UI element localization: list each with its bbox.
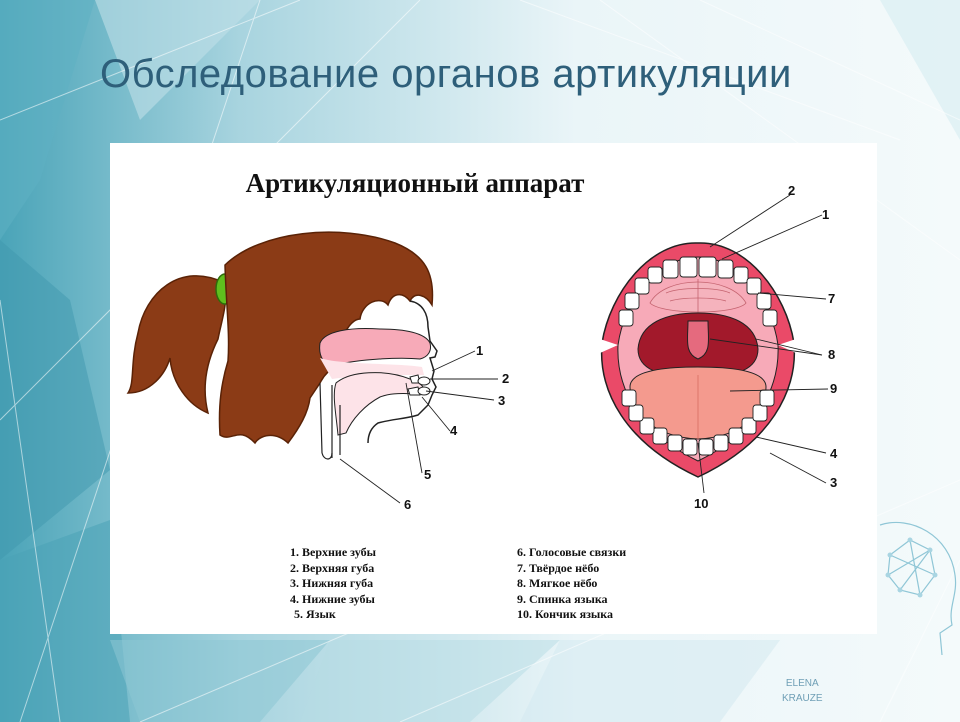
legend-item: 8. Мягкое нёбо <box>517 576 598 590</box>
author-signature: ELENA KRAUZE <box>782 676 823 706</box>
legend-item: 4. Нижние зубы <box>290 591 375 606</box>
uvula <box>686 320 710 360</box>
signature-line-1: ELENA <box>785 678 819 689</box>
legend-left: 1. Верхние зубы 2. Верхняя губа 3. Нижня… <box>290 545 376 623</box>
front-label-9: 9 <box>830 381 837 396</box>
front-label-8: 8 <box>828 347 835 362</box>
front-label-1: 1 <box>822 207 829 222</box>
side-profile-view: 1 2 3 4 5 6 <box>126 231 509 512</box>
legend-item: 2. Верхняя губа <box>290 560 375 575</box>
ponytail <box>126 275 227 415</box>
trachea <box>319 382 341 458</box>
legend-item: 5. Язык <box>294 607 336 621</box>
side-label-6: 6 <box>404 497 411 512</box>
figure-title: Артикуляционный аппарат <box>245 168 585 198</box>
legend-item: 9. Спинка языка <box>517 591 608 606</box>
front-label-7: 7 <box>828 291 835 306</box>
front-mouth-view: 2 1 7 8 9 4 3 10 <box>600 183 838 511</box>
upper-teeth-front <box>618 256 778 327</box>
front-label-4: 4 <box>830 446 838 461</box>
side-label-2: 2 <box>502 371 509 386</box>
slide-title: Обследование органов артикуляции <box>100 52 792 96</box>
front-label-3: 3 <box>830 475 837 490</box>
figure-panel: Артикуляционный аппарат <box>110 143 877 634</box>
face-outline <box>367 300 438 444</box>
tongue-side <box>333 372 425 436</box>
head-brain-logo-icon <box>879 521 957 656</box>
lower-teeth-front <box>621 389 775 456</box>
side-label-4: 4 <box>450 423 458 438</box>
articulation-diagram: 1 2 3 4 5 6 <box>126 183 838 512</box>
side-label-5: 5 <box>424 467 431 482</box>
side-label-1: 1 <box>476 343 483 358</box>
lower-teeth-side <box>407 386 421 396</box>
legend-item: 10. Кончик языка <box>517 607 614 621</box>
legend-right: 6. Голосовые связки 7. Твёрдое нёбо 8. М… <box>517 545 626 623</box>
legend-item: 7. Твёрдое нёбо <box>517 560 600 575</box>
legend-item: 1. Верхние зубы <box>290 545 376 559</box>
legend-item: 3. Нижняя губа <box>290 576 374 590</box>
signature-line-2: KRAUZE <box>782 693 823 704</box>
front-label-10: 10 <box>694 496 708 511</box>
legend-item: 6. Голосовые связки <box>517 545 627 559</box>
front-label-2: 2 <box>788 183 795 198</box>
hard-palate <box>319 328 431 366</box>
side-label-3: 3 <box>498 393 505 408</box>
